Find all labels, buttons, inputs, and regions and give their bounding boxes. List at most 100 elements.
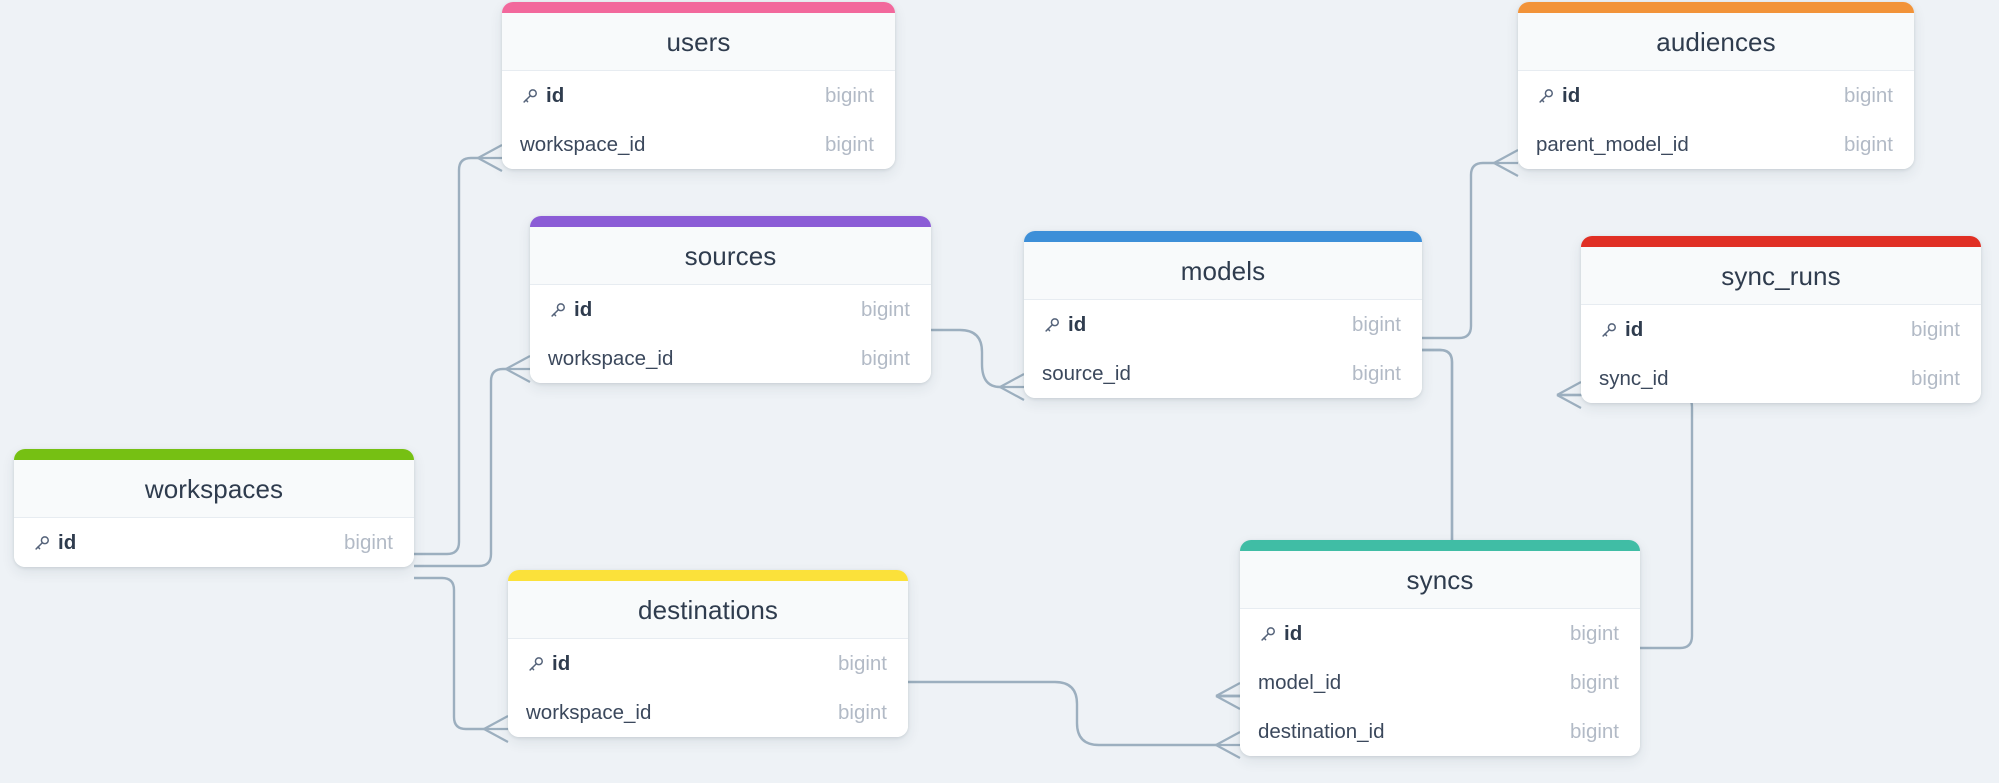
table-name: users	[666, 26, 731, 57]
table-accent-bar	[1518, 2, 1914, 13]
table-accent-bar	[1240, 540, 1640, 551]
field-name-group: sync_id	[1599, 367, 1669, 391]
primary-key-icon	[1536, 86, 1555, 106]
table-header[interactable]: sync_runs	[1581, 247, 1981, 305]
field-name: id	[1284, 621, 1303, 645]
field-row[interactable]: workspace_id bigint	[502, 120, 895, 169]
crowfoot-destinations	[483, 715, 509, 743]
field-name: sync_id	[1599, 366, 1669, 390]
field-type: bigint	[1569, 621, 1619, 645]
table-users[interactable]: users id bigint workspace_id bigint	[502, 2, 895, 169]
field-type: bigint	[860, 297, 910, 321]
crowfoot-syncruns	[1556, 381, 1582, 409]
field-row[interactable]: id bigint	[14, 518, 414, 567]
table-accent-bar	[1581, 236, 1981, 247]
field-name-group: id	[520, 84, 564, 108]
field-name: workspace_id	[548, 346, 674, 370]
edge-destinations-syncs	[908, 680, 1216, 747]
field-name-group: workspace_id	[548, 347, 673, 371]
table-accent-bar	[502, 2, 895, 13]
field-row[interactable]: workspace_id bigint	[530, 334, 931, 383]
table-name: workspaces	[144, 473, 284, 504]
field-row[interactable]: id bigint	[1518, 71, 1914, 120]
field-row[interactable]: id bigint	[1581, 305, 1981, 354]
table-sources[interactable]: sources id bigint workspace_id bigint	[530, 216, 931, 383]
table-header[interactable]: destinations	[508, 581, 908, 639]
crowfoot-sources	[505, 355, 531, 383]
field-name: id	[58, 530, 77, 554]
table-accent-bar	[14, 449, 414, 460]
crowfoot-audiences	[1493, 149, 1519, 177]
table-name: models	[1180, 255, 1266, 286]
table-header[interactable]: users	[502, 13, 895, 71]
field-name-group: id	[1599, 318, 1643, 342]
crowfoot-users	[477, 144, 503, 172]
table-name: destinations	[638, 594, 778, 625]
field-row[interactable]: id bigint	[530, 285, 931, 334]
edge-workspaces-sources	[414, 367, 506, 568]
field-name-group: id	[526, 652, 570, 676]
table-name: sources	[684, 240, 777, 271]
field-row[interactable]: workspace_id bigint	[508, 688, 908, 737]
primary-key-icon	[548, 300, 567, 320]
table-accent-bar	[508, 570, 908, 581]
table-header[interactable]: models	[1024, 242, 1422, 300]
table-workspaces[interactable]: workspaces id bigint	[14, 449, 414, 567]
field-name-group: id	[1536, 84, 1580, 108]
table-destinations[interactable]: destinations id bigint workspace_id bigint	[508, 570, 908, 737]
field-row[interactable]: id bigint	[508, 639, 908, 688]
field-name: id	[546, 83, 565, 107]
field-type: bigint	[1910, 317, 1960, 341]
field-row[interactable]: id bigint	[1240, 609, 1640, 658]
table-header[interactable]: workspaces	[14, 460, 414, 518]
table-header[interactable]: syncs	[1240, 551, 1640, 609]
field-type: bigint	[1351, 312, 1401, 336]
field-type: bigint	[837, 651, 887, 675]
field-name-group: workspace_id	[520, 133, 645, 157]
field-type: bigint	[837, 700, 887, 724]
crowfoot-syncs-model	[1215, 682, 1241, 710]
field-type: bigint	[1843, 83, 1893, 107]
field-name: source_id	[1042, 361, 1131, 385]
edge-sources-models	[931, 328, 1001, 389]
primary-key-icon	[1599, 320, 1618, 340]
field-name-group: id	[1258, 622, 1302, 646]
table-accent-bar	[1024, 231, 1422, 242]
field-row[interactable]: id bigint	[502, 71, 895, 120]
edge-workspaces-destinations	[414, 576, 484, 731]
field-name: id	[1625, 317, 1644, 341]
field-type: bigint	[824, 83, 874, 107]
field-type: bigint	[1569, 670, 1619, 694]
table-name: audiences	[1656, 26, 1776, 57]
table-accent-bar	[530, 216, 931, 227]
primary-key-icon	[1258, 624, 1277, 644]
field-type: bigint	[343, 530, 393, 554]
field-list: id bigint workspace_id bigint	[508, 639, 908, 737]
table-header[interactable]: sources	[530, 227, 931, 285]
field-name: workspace_id	[526, 700, 652, 724]
field-name-group: source_id	[1042, 362, 1131, 386]
field-name: destination_id	[1258, 719, 1385, 743]
crowfoot-syncs-destination	[1215, 731, 1241, 759]
table-header[interactable]: audiences	[1518, 13, 1914, 71]
field-type: bigint	[824, 132, 874, 156]
field-type: bigint	[860, 346, 910, 370]
primary-key-icon	[1042, 315, 1061, 335]
field-name-group: id	[548, 298, 592, 322]
field-list: id bigint workspace_id bigint	[502, 71, 895, 169]
primary-key-icon	[32, 533, 51, 553]
